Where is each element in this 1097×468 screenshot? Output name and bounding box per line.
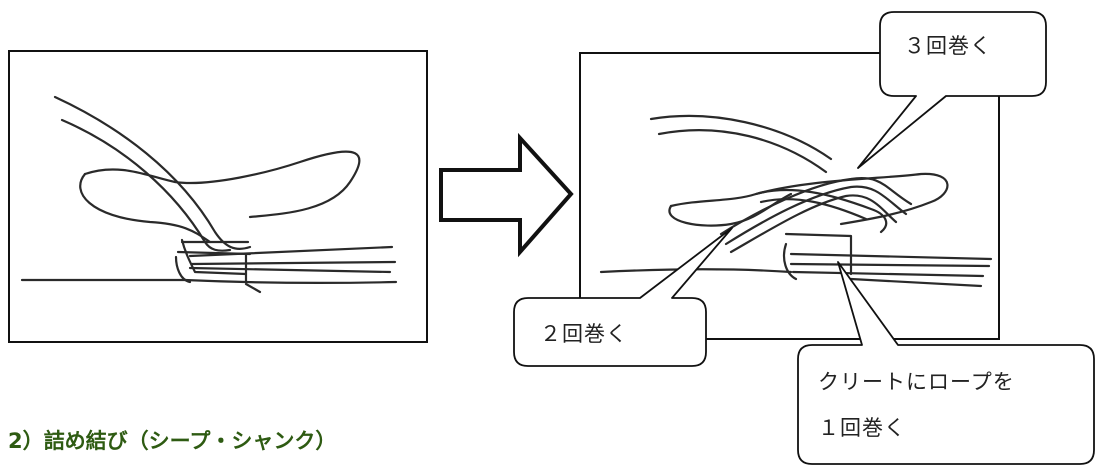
callout-top-bubble — [857, 11, 1047, 169]
before-illustration-frame — [8, 50, 428, 343]
cleat-rope-before-drawing — [20, 95, 398, 294]
right-arrow-icon — [439, 132, 574, 258]
callout-bottom-bubble — [797, 261, 1095, 465]
callout-bottom-text-line1: クリートにロープを — [818, 370, 1015, 394]
callout-bottom-text-line2: １回巻く — [818, 416, 906, 440]
callout-left-bubble — [513, 227, 733, 367]
cleat-rope-after-drawing — [599, 114, 993, 288]
callout-top-text: ３回巻く — [904, 34, 992, 58]
section-heading: 2）詰め結び（シープ・シャンク） — [8, 429, 337, 453]
callout-left-text: ２回巻く — [540, 322, 628, 346]
